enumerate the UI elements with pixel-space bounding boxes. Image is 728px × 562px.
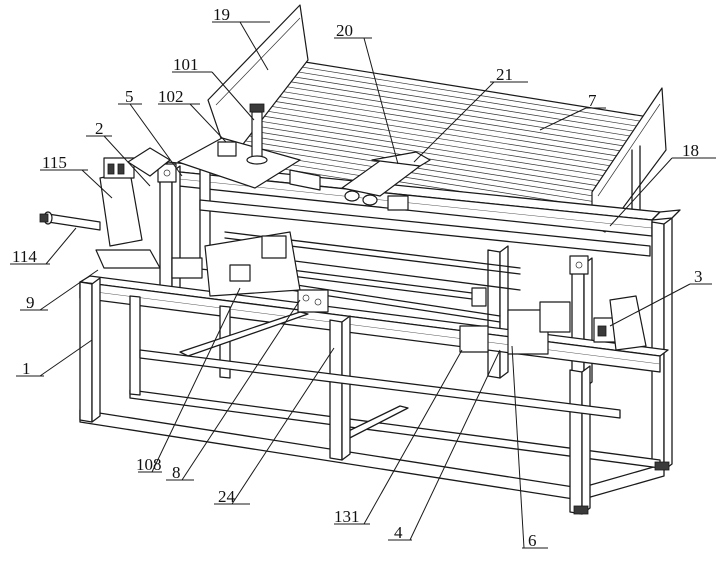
label-21: 21 [496,65,513,84]
label-115: 115 [42,153,67,172]
feeder-cylinder-assembly [39,147,171,269]
label-20: 20 [336,21,353,40]
label-101: 101 [173,55,199,74]
label-8: 8 [172,463,181,482]
reference-numerals: 19 101 5 102 2 115 114 9 1 20 21 7 18 3 … [12,5,703,550]
label-102: 102 [158,87,184,106]
twin-cylinder-block [341,151,431,211]
label-1: 1 [22,359,31,378]
label-114: 114 [12,247,37,266]
label-6: 6 [528,531,537,550]
slide-assembly [171,231,329,313]
top-mounting-plate [177,103,321,191]
label-18: 18 [682,141,699,160]
label-2: 2 [95,119,104,138]
label-131: 131 [334,507,360,526]
label-9: 9 [26,293,35,312]
label-24: 24 [218,487,236,506]
leader-lines [10,21,716,549]
right-clamp-assembly [459,295,647,355]
label-108: 108 [136,455,162,474]
label-19: 19 [213,5,230,24]
label-4: 4 [394,523,403,542]
label-7: 7 [588,91,597,110]
label-3: 3 [694,267,703,286]
label-5: 5 [125,87,134,106]
